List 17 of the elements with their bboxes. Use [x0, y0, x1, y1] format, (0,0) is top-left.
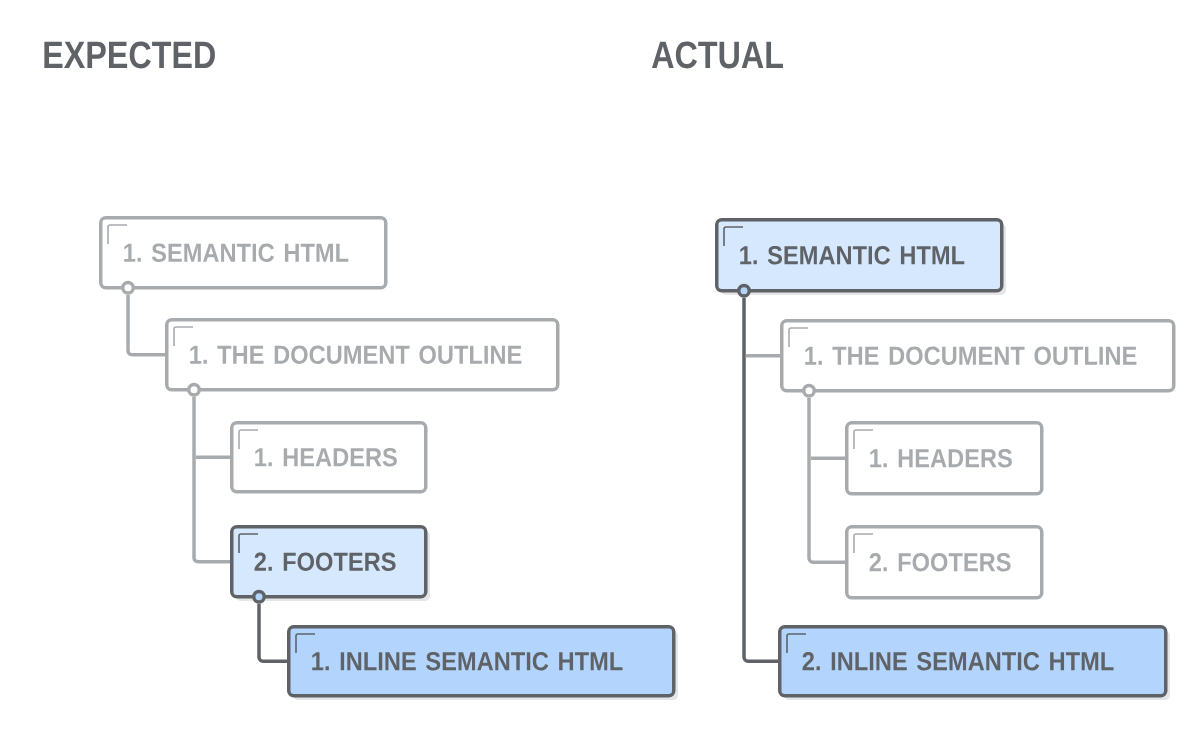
outline-item-box: 1. INLINE SEMANTIC HTML: [287, 625, 678, 700]
heading: ACTUAL: [652, 41, 783, 69]
outline-item-box: 2. FOOTERS: [845, 525, 1044, 600]
heading: EXPECTED: [44, 41, 215, 69]
connector-line: [807, 397, 845, 564]
outline-item-box: 1. HEADERS: [230, 421, 428, 494]
outline-item-box: 2. INLINE SEMANTIC HTML: [778, 625, 1170, 700]
connector-line: [257, 603, 287, 663]
outline-item-box: 1. THE DOCUMENT OUTLINE: [165, 318, 560, 392]
outline-item-box: 1. SEMANTIC HTML: [99, 216, 388, 290]
outline-item-box: 1. THE DOCUMENT OUTLINE: [780, 319, 1176, 393]
connector-line: [192, 396, 230, 564]
outline-item-box: 1. HEADERS: [845, 421, 1044, 496]
connector-line: [742, 297, 780, 663]
outline-item-box: 1. SEMANTIC HTML: [715, 218, 1006, 295]
outline-item-box: 2. FOOTERS: [230, 525, 430, 601]
connector-line: [126, 294, 165, 357]
